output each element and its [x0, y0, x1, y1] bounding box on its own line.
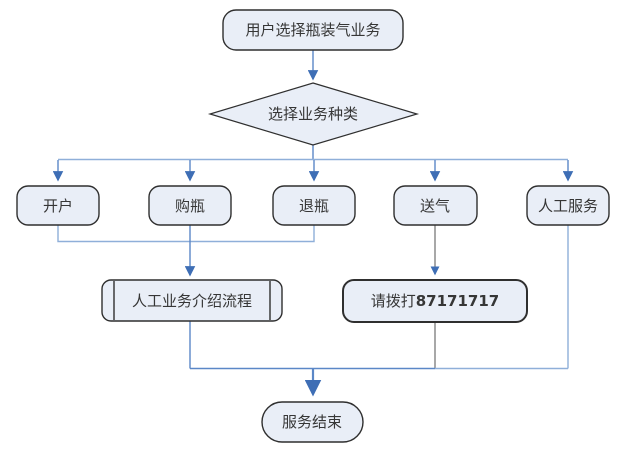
start-terminator-shape: [222, 9, 404, 51]
node-manual-service: 人工服务: [526, 185, 610, 226]
decision-diamond-shape: [207, 82, 420, 146]
return-bottle-label: 退瓶: [299, 198, 329, 215]
open-account-shape: [16, 185, 100, 226]
call-prefix-text: 请拨打: [371, 293, 416, 310]
buy-bottle-label: 购瓶: [175, 198, 205, 215]
manual-service-label: 人工服务: [538, 198, 598, 215]
call-number-shape: [342, 279, 528, 323]
call-number-label: 请拨打87171717: [371, 292, 500, 310]
node-start: 用户选择瓶装气业务: [222, 9, 404, 51]
node-buy-bottle: 购瓶: [148, 185, 232, 226]
end-label: 服务结束: [282, 414, 342, 431]
open-account-label: 开户: [43, 198, 73, 215]
buy-bottle-shape: [148, 185, 232, 226]
end-terminator-shape: [261, 401, 364, 443]
call-number-text: 87171717: [416, 292, 500, 310]
manual-service-shape: [526, 185, 610, 226]
node-call-number: 请拨打87171717: [342, 279, 528, 323]
node-end: 服务结束: [261, 401, 364, 443]
edge-return-bottle-to-intro: [190, 225, 315, 243]
connectors: [52, 50, 574, 397]
intro-process-shape: [101, 279, 283, 322]
node-return-bottle: 退瓶: [272, 185, 356, 226]
node-decision: 选择业务种类: [207, 82, 420, 146]
decision-label: 选择业务种类: [268, 106, 358, 123]
node-open-account: 开户: [16, 185, 100, 226]
return-bottle-shape: [272, 185, 356, 226]
start-label: 用户选择瓶装气业务: [245, 22, 380, 39]
node-intro-process: 人工业务介绍流程: [101, 279, 283, 322]
edge-open-account-to-intro: [57, 225, 190, 243]
node-gas-delivery: 送气: [393, 185, 478, 226]
gas-delivery-shape: [393, 185, 478, 226]
intro-process-label: 人工业务介绍流程: [132, 293, 252, 310]
gas-delivery-label: 送气: [420, 198, 450, 215]
